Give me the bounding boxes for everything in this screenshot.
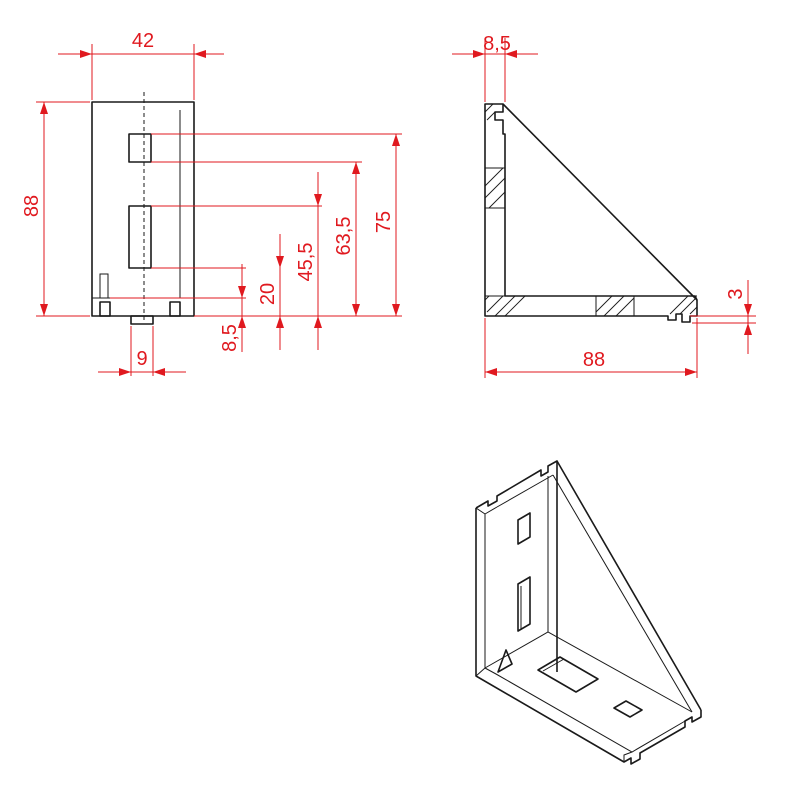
front-view	[91, 92, 195, 325]
front-view-upper-slot	[128, 133, 152, 163]
iso-base-slot-large	[537, 656, 599, 693]
front-view-rib	[99, 273, 109, 299]
dim-45-5: 45,5	[295, 243, 317, 282]
iso-base-slot-small	[613, 700, 643, 718]
side-view-dimensions: 8,5 88 3	[452, 33, 756, 378]
iso-lower-slot	[517, 576, 531, 632]
dim-75: 75	[373, 211, 395, 233]
side-view-diagonal-rib	[502, 103, 698, 301]
front-view-lower-slot	[128, 205, 152, 269]
iso-back-wall-top	[475, 460, 558, 672]
dim-width-42: 42	[132, 30, 154, 52]
iso-diagonal-rib	[556, 460, 702, 711]
side-view-outline	[484, 103, 698, 323]
dim-8-5-front: 8,5	[219, 324, 241, 352]
dim-9: 9	[136, 348, 147, 370]
iso-base-outline	[475, 508, 702, 765]
iso-upper-slot	[517, 512, 531, 545]
side-view	[484, 103, 698, 323]
dim-20: 20	[257, 283, 279, 305]
front-view-tongue	[130, 315, 154, 325]
dim-88-side: 88	[583, 349, 605, 371]
front-view-foot-right	[169, 301, 181, 317]
front-view-dimensions: 42 88 75 63,5 45,5 20	[21, 30, 402, 376]
front-view-foot-left	[99, 301, 111, 317]
iso-rib-nub	[497, 649, 513, 673]
dim-8-5-side: 8,5	[483, 33, 511, 55]
dim-height-88: 88	[21, 195, 43, 217]
dim-63-5: 63,5	[333, 217, 355, 256]
isometric-view	[475, 460, 702, 765]
dim-3: 3	[725, 288, 747, 299]
